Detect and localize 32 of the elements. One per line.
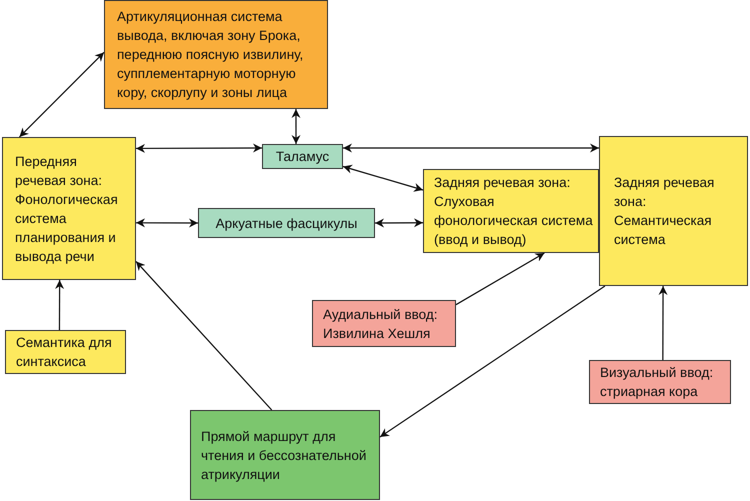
arrow <box>136 144 262 153</box>
process-box <box>190 410 380 500</box>
process-box <box>198 208 375 238</box>
arrow <box>55 280 64 330</box>
box-label: Задняя речевая зона: Семантическая система <box>614 174 716 249</box>
box-label: Передняя речевая зона: Фонологическая система планирования и вывода речи <box>15 152 119 266</box>
box-label: Визуальный ввод: стриарная кора <box>600 364 714 401</box>
box-label: Семантика для синтаксиса <box>16 334 113 371</box>
box-label: Аркуатные фасцикулы <box>216 214 358 232</box>
process-box <box>104 0 328 109</box>
arrow <box>342 164 424 192</box>
box-label: Прямой маршрут для чтения и бессознательной атрикуляции <box>201 428 368 484</box>
box-label: Задняя речевая зона: Слуховая фонологическая система (ввод и вывод) <box>434 174 594 249</box>
arrow <box>343 144 599 152</box>
arrow <box>136 261 272 410</box>
box-label: Аудиальный ввод: Извилина Хешля <box>323 306 438 342</box>
arrow <box>380 286 606 438</box>
process-box <box>312 300 456 347</box>
arrow <box>291 109 300 144</box>
box-label: Таламус <box>276 148 330 166</box>
arrow <box>136 218 198 228</box>
process-box <box>262 144 343 169</box>
process-box <box>5 330 126 374</box>
arrow <box>375 218 423 228</box>
arrow <box>456 252 545 306</box>
process-box <box>423 169 599 253</box>
process-box <box>599 136 748 286</box>
process-box <box>2 137 136 280</box>
arrow <box>658 286 668 360</box>
process-box <box>589 360 731 404</box>
arrow <box>19 52 104 138</box>
box-label: Артикуляционная система вывода, включая зону Брока, переднюю поясную извилину, супплементарную моторную кору, скорлупу и зоны лица <box>117 8 304 102</box>
